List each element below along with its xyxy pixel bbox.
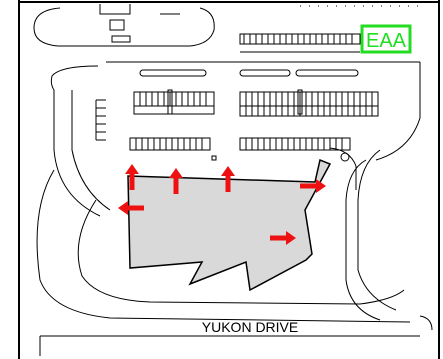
exit-arrow-east-1 — [300, 179, 326, 193]
exit-arrow-north-2 — [169, 168, 183, 194]
parking-stalls — [95, 33, 397, 321]
road-label-yukon-drive: YUKON DRIVE — [202, 319, 298, 335]
exit-arrows — [118, 164, 326, 245]
parking-boundary — [50, 61, 421, 217]
dropoff-area — [33, 4, 215, 47]
map-frame — [18, 0, 440, 359]
exit-arrow-north-3 — [221, 166, 235, 192]
exit-arrow-west-1 — [118, 201, 144, 215]
exit-arrow-east-2 — [270, 231, 296, 245]
eaa-badge-label: EAA — [366, 30, 407, 52]
eaa-badge: EAA — [360, 24, 412, 54]
ring-drive — [36, 169, 433, 356]
exit-arrow-north-1 — [125, 164, 139, 190]
